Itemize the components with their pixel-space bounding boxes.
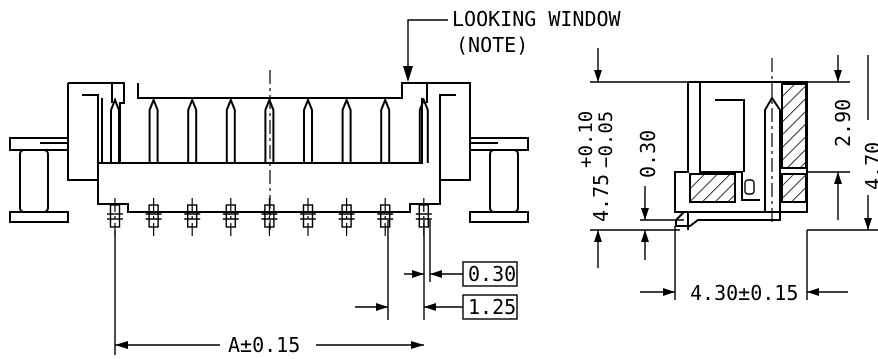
dim-pin-width: 0.30 <box>387 220 518 320</box>
height-main: 4.75 <box>589 174 613 222</box>
housing-lines <box>82 83 456 180</box>
pin <box>261 97 278 236</box>
note-label: (NOTE) <box>456 33 528 57</box>
window-height-value: 2.90 <box>831 99 855 147</box>
housing-outline <box>40 82 498 164</box>
hatch-bottom-left <box>689 173 736 203</box>
dim-window-height: 2.90 <box>807 55 878 231</box>
pin <box>300 97 316 236</box>
dim-a: A±0.15 <box>114 230 424 357</box>
dim-total-height: 4.70 <box>861 55 878 230</box>
pin <box>222 97 239 236</box>
dim-standoff: 0.30 <box>636 130 684 260</box>
pin-width-value: 0.30 <box>468 262 516 286</box>
looking-window-callout: LOOKING WINDOW (NOTE) <box>403 7 622 82</box>
pin <box>107 97 123 236</box>
pin-group <box>107 97 432 236</box>
looking-window-label: LOOKING WINDOW <box>452 7 622 31</box>
dim-a-value: A±0.15 <box>228 333 300 357</box>
left-tab <box>9 137 69 223</box>
pin <box>145 97 162 236</box>
hatch-top-right <box>781 83 807 169</box>
front-view: LOOKING WINDOW (NOTE) 0.30 1.25 <box>9 7 622 357</box>
depth-value: 4.30±0.15 <box>690 281 798 305</box>
pin <box>338 97 355 236</box>
dim-depth: 4.30±0.15 <box>640 226 848 305</box>
hatch-bottom-right <box>781 173 807 203</box>
side-terminal <box>675 96 781 227</box>
total-height-value: 4.70 <box>861 142 878 190</box>
height-tol-plus: +0.10 <box>575 111 597 168</box>
side-window <box>699 82 760 201</box>
standoff-value: 0.30 <box>636 130 660 178</box>
pin <box>184 97 201 236</box>
pitch-value: 1.25 <box>468 295 516 319</box>
right-tab <box>469 137 529 223</box>
dim-side-height: 4.75 +0.10 −0.05 <box>575 48 688 268</box>
side-view: 4.75 +0.10 −0.05 0.30 2.90 4. <box>575 48 878 305</box>
pin <box>415 97 432 236</box>
height-tol-minus: −0.05 <box>595 111 617 168</box>
pin <box>377 97 394 236</box>
dim-pitch: 1.25 <box>355 294 518 320</box>
